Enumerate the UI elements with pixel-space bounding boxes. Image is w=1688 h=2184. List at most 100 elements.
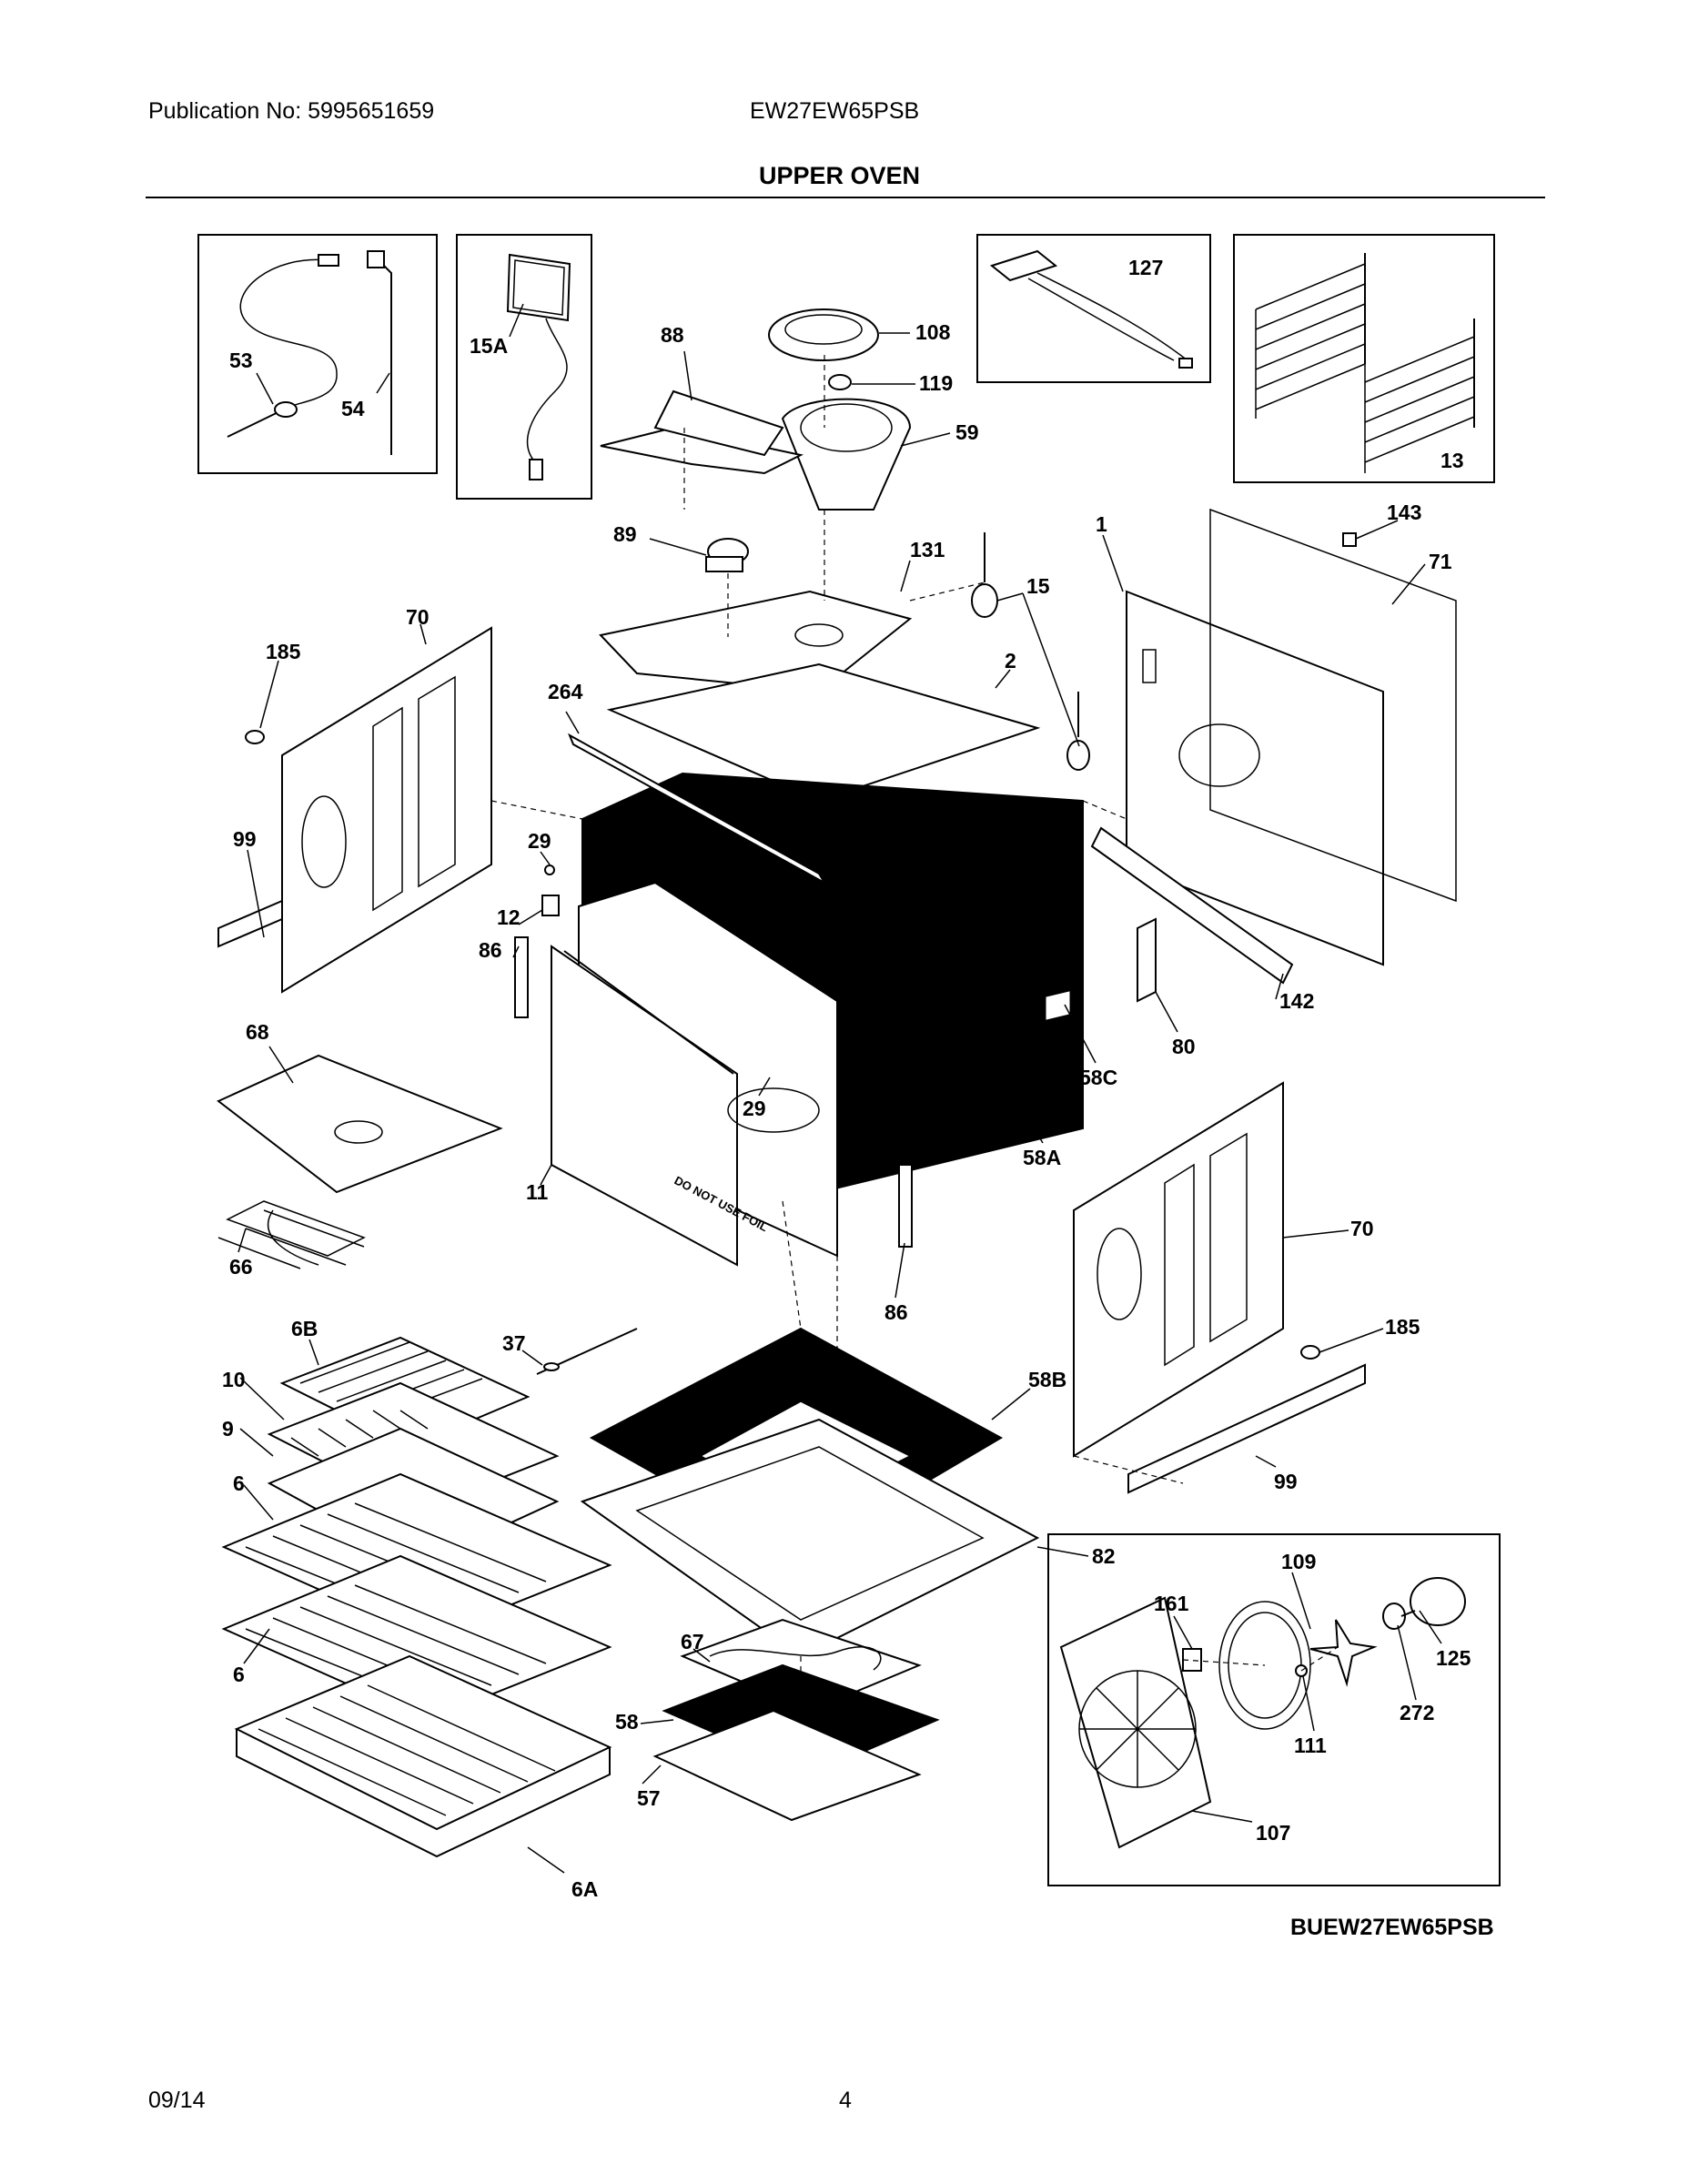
inset-box-control xyxy=(456,234,592,500)
callout-29-top: 29 xyxy=(528,829,551,853)
publication-number: Publication No: 5995651659 xyxy=(148,98,435,124)
back-panel xyxy=(1126,508,1457,966)
rack-supports xyxy=(1255,253,1475,473)
trim-142 xyxy=(1090,826,1294,985)
callout-264: 264 xyxy=(548,680,583,703)
wire-harness xyxy=(989,249,1193,369)
door-latch-80 xyxy=(1137,917,1157,1003)
convection-fan-cover-107 xyxy=(1059,1596,1212,1849)
oven-front-frame: DO NOT USE FOIL xyxy=(551,881,838,1267)
callout-70-left: 70 xyxy=(406,605,430,629)
hinge-bracket-86-left xyxy=(514,936,529,1018)
callout-109: 109 xyxy=(1281,1550,1316,1573)
bake-element-66 xyxy=(217,1200,366,1269)
callout-272: 272 xyxy=(1400,1701,1434,1724)
plug-185-left xyxy=(245,730,265,744)
page-number: 4 xyxy=(839,2088,852,2113)
inset-box-convection-fan xyxy=(1047,1533,1501,1886)
callout-11: 11 xyxy=(526,1180,549,1204)
oven-bottom-82 xyxy=(580,1418,1040,1658)
callout-53: 53 xyxy=(229,349,253,372)
callout-99-left: 99 xyxy=(233,827,257,851)
callout-67: 67 xyxy=(681,1630,704,1653)
callout-2: 2 xyxy=(1005,649,1016,672)
temperature-sensor-37 xyxy=(536,1328,638,1375)
bake-element-cover-68 xyxy=(217,1054,503,1194)
diagram-code: BUEW27EW65PSB xyxy=(1290,1915,1494,1940)
side-panel-70-left xyxy=(281,626,492,994)
callout-86-left: 86 xyxy=(479,938,502,962)
callout-57: 57 xyxy=(637,1786,661,1810)
rack-guide-99-right xyxy=(1127,1363,1366,1494)
callout-89: 89 xyxy=(613,522,637,546)
callout-131: 131 xyxy=(910,538,945,561)
callout-6-upper: 6 xyxy=(233,1471,245,1495)
callout-66: 66 xyxy=(229,1255,253,1279)
trim-264 xyxy=(568,733,827,885)
callout-99-right: 99 xyxy=(1274,1470,1298,1493)
callout-125: 125 xyxy=(1436,1646,1471,1670)
side-panel-70-right xyxy=(1073,1081,1284,1458)
callout-185-left: 185 xyxy=(266,640,301,663)
callout-80: 80 xyxy=(1172,1035,1196,1058)
top-panel xyxy=(599,590,1041,803)
roll-out-rack-6A xyxy=(234,1654,612,1858)
callout-15: 15 xyxy=(1026,574,1050,598)
model-number: EW27EW65PSB xyxy=(750,98,920,124)
convection-element-161 xyxy=(1182,1601,1311,1730)
screw-29 xyxy=(544,864,555,875)
fan-motor-125 xyxy=(1400,1577,1466,1626)
callout-1: 1 xyxy=(1096,512,1107,536)
callout-111: 111 xyxy=(1294,1734,1327,1757)
inset-box-thermostat xyxy=(197,234,438,474)
callout-59: 59 xyxy=(955,420,979,444)
callout-58C: 58C xyxy=(1079,1066,1117,1089)
callout-37: 37 xyxy=(502,1331,526,1355)
callout-143: 143 xyxy=(1387,500,1421,524)
lamp-12 xyxy=(541,895,560,916)
inset-box-rack-supports xyxy=(1233,234,1495,483)
top-vent-assembly xyxy=(600,308,912,511)
section-title: UPPER OVEN xyxy=(759,162,921,189)
hinge-bracket-86-right xyxy=(898,1164,913,1248)
callout-13: 13 xyxy=(1440,449,1464,472)
callout-58: 58 xyxy=(615,1710,639,1734)
callout-107: 107 xyxy=(1256,1821,1290,1845)
callout-142: 142 xyxy=(1279,989,1314,1013)
spacer-272 xyxy=(1382,1603,1406,1630)
callout-68: 68 xyxy=(246,1020,269,1044)
callout-6A: 6A xyxy=(571,1877,598,1901)
callout-185-right: 185 xyxy=(1385,1315,1420,1339)
callout-58A: 58A xyxy=(1023,1146,1061,1169)
callout-70-right: 70 xyxy=(1350,1217,1374,1240)
callout-161: 161 xyxy=(1154,1592,1189,1615)
alignment-lines xyxy=(490,355,1339,1711)
callout-6B: 6B xyxy=(291,1317,318,1340)
callout-108: 108 xyxy=(915,320,951,344)
clip-143 xyxy=(1342,532,1357,547)
leader-lines xyxy=(238,303,1442,1874)
control-module xyxy=(506,253,571,480)
cooling-fan-89 xyxy=(705,538,749,572)
light-socket-15 xyxy=(971,532,1090,771)
footer-date: 09/14 xyxy=(148,2088,206,2113)
rack-guide-99-left xyxy=(217,899,283,948)
callout-58B: 58B xyxy=(1028,1368,1066,1391)
header-rule xyxy=(146,197,1545,198)
fan-blade-109 xyxy=(1309,1619,1378,1687)
callout-12: 12 xyxy=(497,905,521,929)
callout-54: 54 xyxy=(341,397,365,420)
callout-15A: 15A xyxy=(470,334,508,358)
callout-29-cavity: 29 xyxy=(743,1097,766,1120)
callout-82: 82 xyxy=(1092,1544,1116,1568)
callout-86-right: 86 xyxy=(884,1300,908,1324)
callout-71: 71 xyxy=(1429,550,1452,573)
callout-9: 9 xyxy=(222,1417,234,1441)
callout-88: 88 xyxy=(661,323,684,347)
plug-185-right xyxy=(1300,1345,1320,1360)
callout-10: 10 xyxy=(222,1368,246,1391)
oven-sensor-probe xyxy=(227,250,392,455)
inset-box-wire-harness xyxy=(976,234,1211,383)
mounting-plate-57 xyxy=(652,1709,922,1822)
